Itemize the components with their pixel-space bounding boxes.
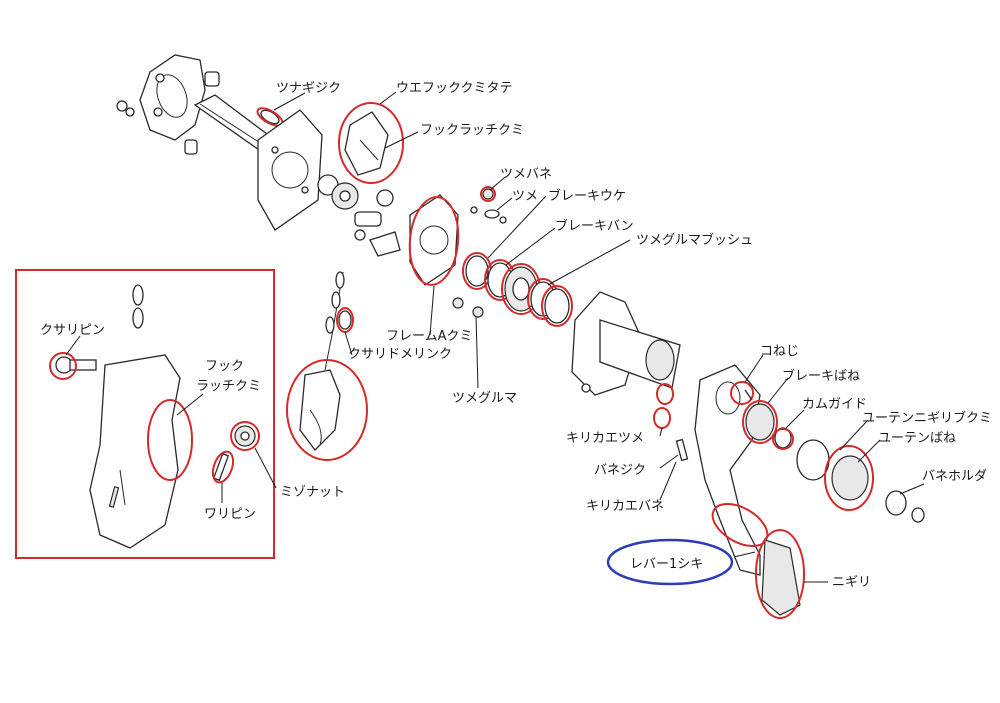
upper-hook-latch-part <box>338 102 404 184</box>
label-uefukku-kumitate: ウエフッククミタテ <box>396 81 512 96</box>
lower-hook-detail <box>49 284 260 549</box>
lever-side-parts <box>653 381 925 548</box>
frame-plate-left <box>257 109 323 231</box>
label-koneji: コねじ <box>760 344 799 359</box>
label-tsume: ツメ <box>512 189 538 204</box>
pawl-parts <box>452 186 507 318</box>
frame-a-kumi-part <box>408 194 460 286</box>
label-yuten-bane: ユーテンばね <box>878 431 956 446</box>
label-bureki-bane: ブレーキばね <box>782 368 860 384</box>
label-bureki-uke: ブレーキウケ <box>548 188 626 204</box>
label-banejiku: バネジク <box>594 463 646 478</box>
brake-stack <box>462 252 573 327</box>
lower-hook-detail-box <box>15 269 275 559</box>
label-kusari-pin: クサリピン <box>40 323 105 338</box>
label-tsumeguruma-busshu: ツメグルマブッシュ <box>636 232 753 248</box>
label-furemu-a-kumi: フレームAクミ <box>386 329 473 344</box>
label-tsumebane: ツメバネ <box>500 167 552 182</box>
label-bureki-ban: ブレーキバン <box>555 218 634 234</box>
label-yuten-nigiri-bukumi: ユーテンニギリブクミ <box>862 410 992 426</box>
label-kirikae-bane: キリカエバネ <box>586 499 664 514</box>
leader-lines <box>65 91 925 583</box>
label-fukku: フック <box>205 359 244 374</box>
label-wari-pin: ワリピン <box>204 507 256 522</box>
upper-hook-assembly <box>116 54 277 155</box>
grip-part <box>755 529 805 619</box>
label-kamu-gaido: カムガイド <box>802 397 867 412</box>
label-kusari-dome-rinku: クサリドメリンク <box>348 347 452 362</box>
label-fukku-ratchi-kumi-upper: フックラッチクミ <box>420 123 524 138</box>
chain-hook-middle <box>286 271 368 461</box>
label-ratchi-kumi: ラッチクミ <box>196 379 261 394</box>
label-bane-horuda: バネホルダ <box>922 469 987 484</box>
lever-label-highlight <box>606 538 734 586</box>
gear-train <box>317 174 401 257</box>
label-tsumeguruma: ツメグルマ <box>452 391 517 406</box>
label-tsunagijiku: ツナギジク <box>276 81 341 96</box>
label-mizo-natto: ミゾナット <box>280 485 345 500</box>
part-labels: ツナギジク ウエフッククミタテ フックラッチクミ ツメバネ ツメ ブレーキウケ … <box>40 81 992 590</box>
gear-case <box>571 291 681 396</box>
label-reba-1-shiki: レバー1シキ <box>630 557 703 572</box>
label-nigiri: ニギリ <box>832 575 871 590</box>
label-kirikae-tsume: キリカエツメ <box>566 431 644 446</box>
